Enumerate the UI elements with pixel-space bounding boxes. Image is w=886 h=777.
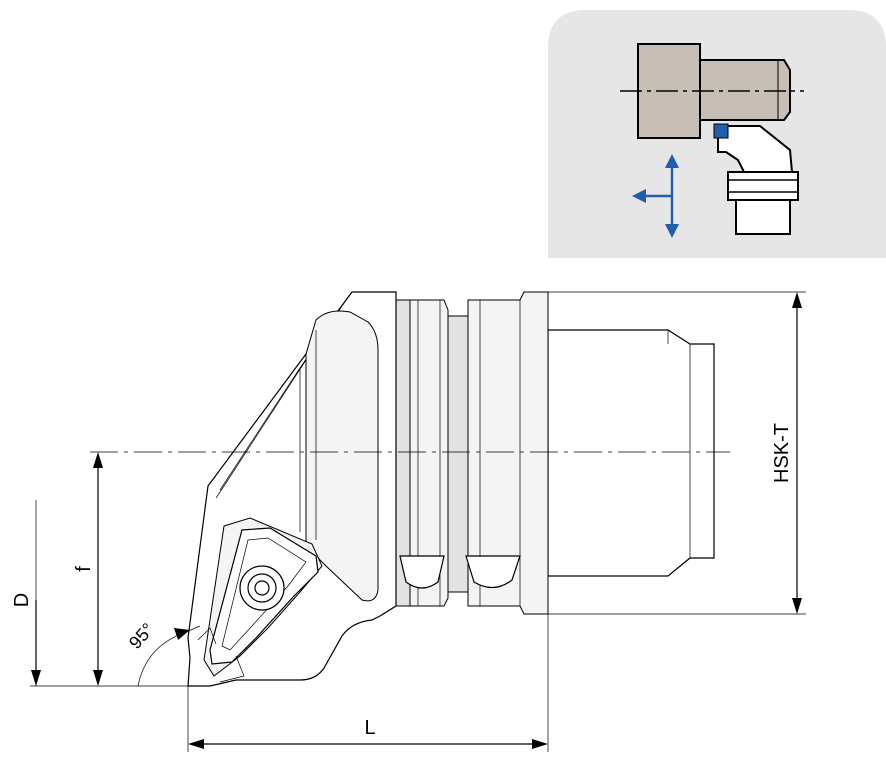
feed-direction-arrows xyxy=(632,154,679,238)
machining-direction-inset xyxy=(548,10,886,258)
tool-holder-drawing xyxy=(187,291,715,687)
d-label: D xyxy=(11,593,33,607)
hsk-dimension: HSK-T xyxy=(771,292,802,614)
head-recess-panel xyxy=(305,310,379,602)
inset-flange xyxy=(727,171,799,201)
hsk-label: HSK-T xyxy=(771,423,793,483)
inset-hsk-shank xyxy=(735,199,791,235)
clamp-screw-hex xyxy=(254,580,270,596)
spindle-shaft xyxy=(699,59,791,121)
d-dimension: D xyxy=(11,593,41,686)
groove-ring-1 xyxy=(447,315,469,593)
hsk-shank xyxy=(547,329,715,577)
l-label: L xyxy=(364,717,375,739)
f-dimension: f xyxy=(73,452,103,686)
inset-insert xyxy=(713,123,729,139)
orientation-notch-2 xyxy=(465,555,521,589)
l-dimension: L xyxy=(188,717,548,749)
angle-label: 95° xyxy=(125,619,158,653)
f-label: f xyxy=(73,566,95,572)
orientation-notch-1 xyxy=(399,555,445,589)
